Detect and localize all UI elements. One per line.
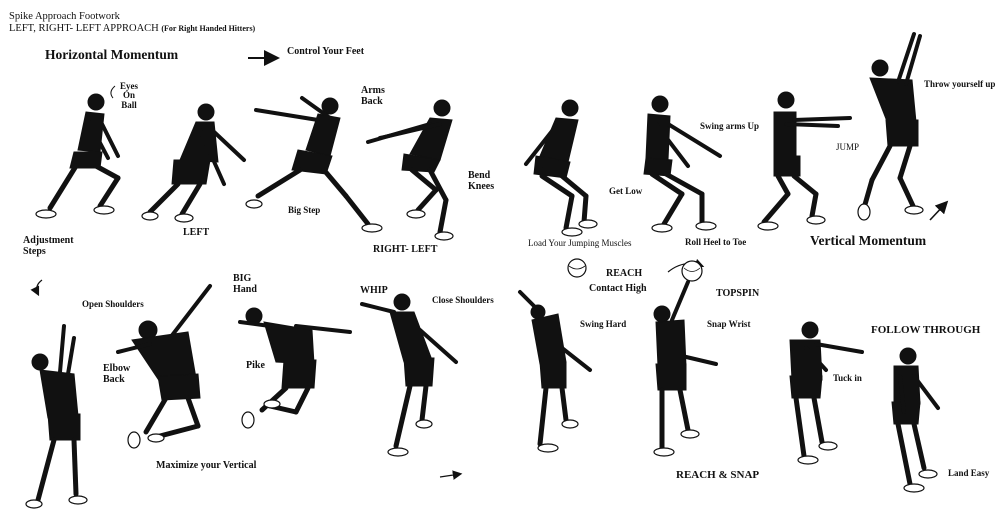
player-figure xyxy=(892,348,938,492)
player-figure xyxy=(758,92,850,230)
player-figure xyxy=(142,104,244,222)
player-figure xyxy=(790,322,862,464)
player-figure xyxy=(26,326,87,508)
player-figure xyxy=(368,100,453,240)
elbow-back-label: Elbow Back xyxy=(103,364,130,385)
jump-label: JUMP xyxy=(836,143,859,152)
player-figure xyxy=(644,96,720,232)
follow-through-label: FOLLOW THROUGH xyxy=(871,325,980,337)
arrow-small xyxy=(440,474,460,477)
player-figure xyxy=(526,100,597,236)
close-shoulders-label: Close Shoulders xyxy=(432,296,494,305)
get-low-label: Get Low xyxy=(609,187,642,196)
whip-label: WHIP xyxy=(360,286,388,297)
land-easy-label: Land Easy xyxy=(948,469,989,478)
player-figure xyxy=(36,94,118,218)
player-figure xyxy=(520,292,590,452)
roll-heel-label: Roll Heel to Toe xyxy=(685,238,746,247)
arrow-curve xyxy=(37,280,42,294)
control-feet-label: Control Your Feet xyxy=(287,47,364,58)
eyes-on-ball-label: Eyes On Ball xyxy=(120,82,138,110)
right-left-label: RIGHT- LEFT xyxy=(373,245,437,256)
vertical-momentum-heading: Vertical Momentum xyxy=(810,234,926,248)
contact-high-label: Contact High xyxy=(589,284,647,295)
player-figure xyxy=(362,294,456,456)
maximize-vertical-label: Maximize your Vertical xyxy=(156,461,256,472)
arrow-vertical xyxy=(930,203,946,220)
reach-label: REACH xyxy=(606,269,642,280)
left-label: LEFT xyxy=(183,228,209,239)
swing-arms-label: Swing arms Up xyxy=(700,122,759,131)
throw-up-label: Throw yourself up xyxy=(924,80,995,89)
big-step-label: Big Step xyxy=(288,206,320,215)
player-figure xyxy=(118,286,210,448)
open-shoulders-label: Open Shoulders xyxy=(82,300,144,309)
pike-label: Pike xyxy=(246,361,265,372)
big-hand-label: BIG Hand xyxy=(233,274,257,295)
arrow-eyes-curve xyxy=(111,86,115,98)
page-subtitle: LEFT, RIGHT- LEFT APPROACH (For Right Ha… xyxy=(9,23,255,34)
ball xyxy=(568,259,586,277)
topspin-label: TOPSPIN xyxy=(716,289,759,300)
subtitle-main: LEFT, RIGHT- LEFT APPROACH xyxy=(9,23,159,34)
ball xyxy=(682,261,702,281)
swing-hard-label: Swing Hard xyxy=(580,320,626,329)
load-muscles-label: Load Your Jumping Muscles xyxy=(528,239,632,248)
player-figure xyxy=(858,34,923,220)
horizontal-momentum-heading: Horizontal Momentum xyxy=(45,48,178,62)
arms-back-label: Arms Back xyxy=(361,86,385,107)
reach-snap-label: REACH & SNAP xyxy=(676,470,759,482)
subtitle-note: (For Right Handed Hitters) xyxy=(161,24,255,33)
snap-wrist-label: Snap Wrist xyxy=(707,320,750,329)
page-title: Spike Approach Footwork xyxy=(9,11,120,22)
bend-knees-label: Bend Knees xyxy=(468,171,494,192)
player-figure xyxy=(654,282,716,456)
tuck-in-label: Tuck in xyxy=(833,374,862,383)
adjustment-steps-label: Adjustment Steps xyxy=(23,236,74,257)
